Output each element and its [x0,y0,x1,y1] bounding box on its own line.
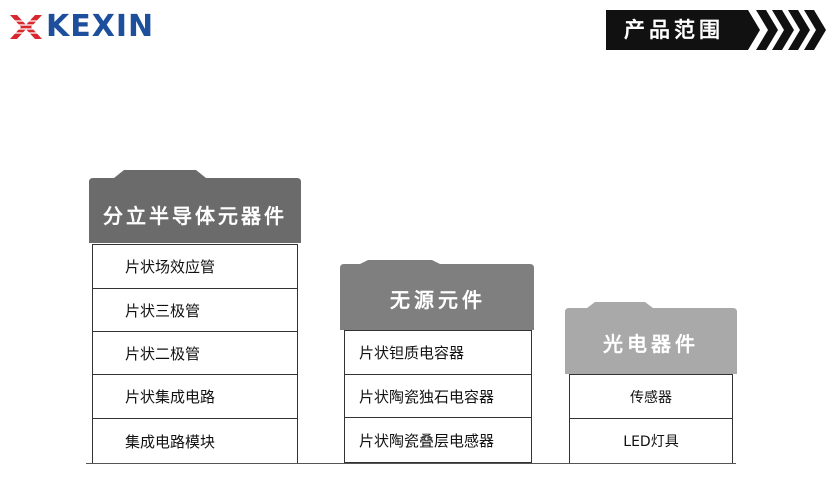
list-item: 集成电路模块 [125,432,216,451]
chevron-stripes-icon [756,10,826,50]
category-header: 光电器件 [565,302,737,376]
category-card-discrete: 分立半导体元器件 片状场效应管 片状三极管 片状二极管 片状集成电路 集成电路模… [86,170,304,464]
title-banner: 产品范围 [606,10,830,50]
list-item: 片状陶瓷叠层电感器 [359,431,495,450]
list-item: 片状二极管 [93,332,297,375]
baseline-divider [86,463,736,464]
category-item-list: 传感器 LED灯具 [569,374,733,464]
category-title: 分立半导体元器件 [103,204,287,228]
banner-background [606,10,826,50]
category-card-optoelectronic: 光电器件 传感器 LED灯具 [565,302,737,464]
list-item: 片状陶瓷独石电容器 [345,375,531,418]
list-item: 传感器 [570,375,732,419]
logo-text: KEXIN [46,9,155,44]
category-title: 光电器件 [603,332,699,356]
list-item: LED灯具 [623,434,679,450]
banner-title: 产品范围 [624,18,724,42]
category-header: 分立半导体元器件 [86,170,304,246]
list-item: 片状三极管 [93,289,297,332]
category-item-list: 片状场效应管 片状三极管 片状二极管 片状集成电路 集成电路模块 [92,244,298,464]
list-item: 片状集成电路 [93,375,297,419]
category-title: 无源元件 [390,288,486,312]
list-item: 片状场效应管 [93,245,297,289]
category-card-passive: 无源元件 片状钽质电容器 片状陶瓷独石电容器 片状陶瓷叠层电感器 [340,260,536,464]
logo: KEXIN [8,10,154,44]
list-item: 片状钽质电容器 [345,331,531,375]
category-item-list: 片状钽质电容器 片状陶瓷独石电容器 片状陶瓷叠层电感器 [344,330,532,463]
category-header: 无源元件 [340,260,536,332]
kexin-x-logo-icon [8,15,44,39]
